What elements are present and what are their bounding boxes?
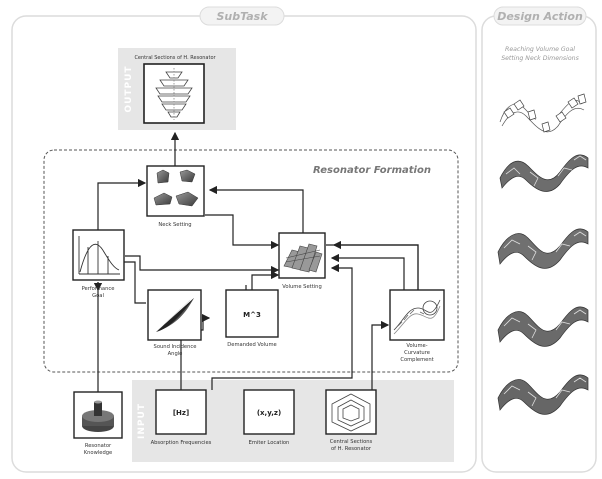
incidence-fan-icon: [155, 298, 194, 333]
resonator-formation-title: Resonator Formation: [313, 165, 431, 176]
sound-incidence-node: Sound Incidence Angle: [147, 289, 202, 357]
design-action-title: Design Action: [497, 10, 583, 23]
performance-goal-label-1: Performance: [82, 286, 115, 292]
absorption-frequencies-node: [Hz] Absorption Frequencies: [151, 389, 212, 446]
absorption-label: Absorption Frequencies: [151, 440, 212, 446]
output-band: OUTPUT Central Sections of H. Resonator: [118, 48, 236, 130]
emitter-label: Emiter Location: [249, 440, 290, 446]
output-label: OUTPUT: [124, 65, 134, 112]
curvature-wave-icon: [393, 299, 441, 335]
performance-goal-node: Performance Goal: [72, 229, 125, 299]
volume-curvature-label-2: Curvature: [404, 350, 430, 356]
volume-curvature-label-1: Volume-: [406, 343, 427, 349]
emitter-location-node: (x,y,z) Emiter Location: [243, 389, 295, 446]
absorption-icon: [Hz]: [173, 409, 189, 417]
neck-parts-icon: [153, 169, 199, 207]
resonator-bottle-icon: [82, 400, 114, 432]
subtask-title: SubTask: [216, 10, 268, 23]
stacked-sections-icon: [155, 68, 193, 120]
design-action-subtitle-2: Setting Neck Dimensions: [501, 54, 579, 62]
neck-setting-node: Neck Setting: [146, 165, 205, 228]
resonator-knowledge-label-1: Resonator: [85, 443, 112, 449]
design-action-subtitle-1: Reaching Volume Goal: [505, 46, 575, 53]
output-sections-box: [143, 63, 205, 124]
demanded-volume-icon: M^3: [243, 311, 261, 319]
resonator-knowledge-node: Resonator Knowledge: [73, 391, 123, 456]
emitter-icon: (x,y,z): [257, 409, 281, 417]
volume-mesh-icon: [283, 243, 323, 273]
volume-setting-node: Volume Setting: [278, 232, 326, 290]
neck-setting-label: Neck Setting: [158, 222, 191, 228]
sound-incidence-label-2: Angle: [168, 351, 183, 357]
performance-curve-icon: [78, 236, 120, 275]
design-action-render-5: [497, 374, 589, 415]
demanded-volume-node: M^3 Demanded Volume: [225, 289, 279, 348]
volume-curvature-node: Volume- Curvature Complement: [389, 289, 445, 363]
volume-setting-label: Volume Setting: [282, 284, 322, 290]
design-action-render-1: [499, 93, 587, 133]
central-sections-input-label-2: of H. Resonator: [331, 446, 372, 452]
design-action-render-3: [497, 228, 589, 269]
central-sections-input-label-1: Central Sections: [330, 439, 373, 445]
volume-curvature-label-3: Complement: [400, 357, 433, 363]
design-action-panel: Design Action Reaching Volume Goal Setti…: [481, 6, 597, 473]
resonator-knowledge-label-2: Knowledge: [84, 450, 113, 456]
sound-incidence-label-1: Sound Incidence: [154, 344, 197, 350]
design-action-render-2: [499, 154, 589, 192]
demanded-volume-label: Demanded Volume: [227, 342, 276, 348]
central-sections-input-node: Central Sections of H. Resonator: [325, 389, 377, 452]
output-title: Central Sections of H. Resonator: [134, 55, 216, 61]
performance-goal-label-2: Goal: [92, 293, 104, 299]
resonator-formation-box: [43, 149, 459, 373]
design-action-render-4: [497, 306, 589, 347]
input-label: INPUT: [137, 403, 147, 439]
hexagon-sections-icon: [331, 393, 371, 432]
